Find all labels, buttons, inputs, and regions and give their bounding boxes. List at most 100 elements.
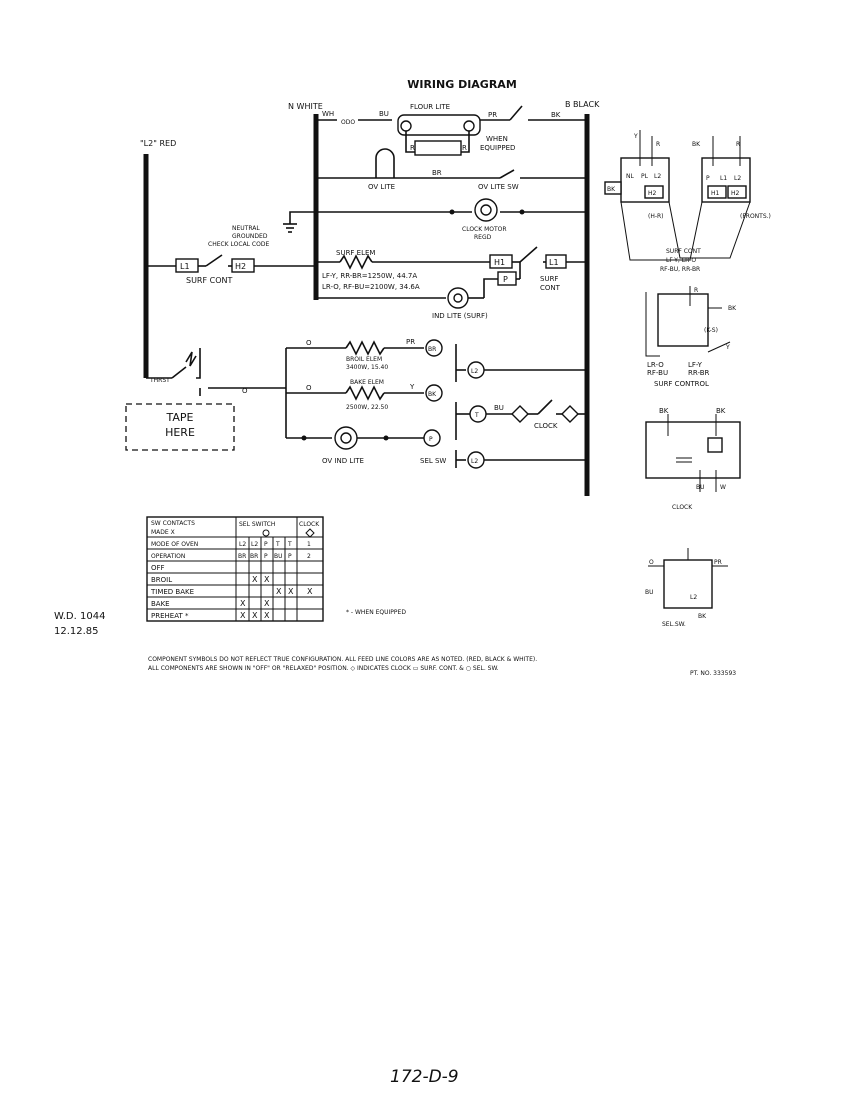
detail-nl: NL — [626, 173, 634, 180]
sel-sw-label: SEL SW — [420, 457, 446, 465]
surf-rating-1: LF-Y, RR-BR=1250W, 44.7A — [322, 272, 417, 280]
bus-label-l2: "L2" RED — [140, 139, 176, 148]
contact-1: L2 — [251, 541, 258, 548]
wire-label-o3: O — [306, 384, 312, 392]
table-head-made: MADE X — [151, 529, 175, 536]
wire-label-o: O — [242, 387, 248, 395]
detail-fronts: (FRONTS.) — [740, 213, 771, 220]
p-contact-text: P — [429, 436, 433, 443]
table-mode: MODE OF OVEN — [151, 541, 198, 548]
table-op: OPERATION — [151, 553, 185, 560]
mark: X — [307, 587, 313, 596]
detail-hr: (H-R) — [648, 213, 664, 220]
table-row: BROIL X X — [151, 575, 270, 584]
sc-lf-y: LF-Y — [688, 361, 703, 369]
note-2: ALL COMPONENTS ARE SHOWN IN "OFF" OR "RE… — [148, 665, 499, 672]
surf-element-resistor — [339, 254, 373, 270]
sc-rr-br: RR-BR — [688, 369, 710, 377]
thrst-label: THRST — [149, 377, 170, 384]
h1-text: H1 — [494, 258, 505, 267]
sel-sw-detail: O PR BU L2 BK SEL.SW. — [645, 548, 728, 628]
surf-rating-2: LR-O, RF-BU=2100W, 34.6A — [322, 283, 420, 291]
sel-sw-p-contact — [423, 429, 441, 447]
wire-label-r2: R — [462, 144, 467, 152]
mark: X — [240, 599, 246, 608]
when-equipped-1: WHEN — [486, 135, 508, 143]
oven-lite-bulb — [375, 148, 395, 178]
clock-contact-diamond — [511, 405, 529, 423]
clock-label: CLOCK — [534, 422, 558, 430]
wd-date: 12.12.85 — [54, 626, 99, 637]
neutral-label: NEUTRAL — [232, 225, 260, 232]
detail-l2: L2 — [654, 173, 661, 180]
clk-caption: CLOCK — [672, 504, 693, 511]
flour-lite-tube — [397, 114, 481, 136]
detail-y: Y — [633, 133, 638, 140]
surf-cont-label: SURF CONT — [186, 276, 233, 285]
p-text: P — [503, 275, 508, 284]
surf-right-switch — [519, 246, 538, 263]
grounded-label: GROUNDED — [232, 233, 268, 240]
bake-elem-rating: 2500W, 22.50 — [346, 404, 388, 411]
diagram-title: WIRING DIAGRAM — [407, 78, 517, 91]
mark: X — [264, 611, 270, 620]
check-local-code-label: CHECK LOCAL CODE — [208, 241, 269, 248]
broil-elem-rating: 3400W, 15.40 — [346, 364, 388, 371]
bake-elem-label: BAKE ELEM — [350, 379, 384, 386]
oven-lite-switch-label: OV LITE SW — [478, 183, 519, 191]
contact-color-0: BR — [238, 553, 246, 560]
broil-element — [345, 340, 385, 356]
bk-contact-text: BK — [428, 391, 437, 398]
ss-bk: BK — [698, 613, 707, 620]
detail-pl: PL — [641, 173, 649, 180]
surf-cont-caption-3: RF-BU, RR-BR — [660, 266, 700, 273]
sc-bk: BK — [728, 305, 737, 312]
ss-pr: PR — [714, 559, 722, 566]
flour-lite-label: FLOUR LITE — [410, 103, 450, 111]
detail-h2-b: H2 — [731, 190, 740, 197]
sc-rf-bu: RF-BU — [647, 369, 668, 377]
note-1: COMPONENT SYMBOLS DO NOT REFLECT TRUE CO… — [148, 656, 537, 663]
detail-h2: H2 — [648, 190, 657, 197]
surf-cont-caption: SURF CONT — [666, 248, 701, 255]
l2-contact-text: L2 — [471, 368, 478, 375]
ss-o: O — [649, 559, 654, 566]
row-label-bake: BAKE — [151, 600, 170, 608]
bus-label-black: B BLACK — [565, 100, 600, 109]
detail-bk: BK — [607, 186, 616, 193]
flour-lite-starter — [414, 140, 462, 156]
row-label-off: OFF — [151, 564, 165, 572]
ss-l2: L2 — [690, 594, 697, 601]
surf-cont-caption-2: LF-Y, LR-O — [666, 257, 696, 264]
mark: X — [240, 611, 246, 620]
contact-color-5: 2 — [307, 553, 311, 560]
surf-cont-switch — [205, 254, 223, 267]
clock-motor-core — [480, 204, 492, 216]
bake-element — [345, 385, 385, 401]
detail-l2-b: L2 — [734, 175, 741, 182]
clock-contact-diamond-2 — [561, 405, 579, 423]
thermostat-element — [185, 351, 197, 367]
thermostat-switch — [171, 366, 187, 379]
surf-cont-detail-right: BK R P L1 L2 H1 H2 (FRONTS.) — [692, 136, 771, 220]
h2-text: H2 — [235, 262, 246, 271]
table-row: TIMED BAKE X X X — [150, 587, 313, 596]
br-contact-text: BR — [428, 346, 436, 353]
surf-cont-detail-left: Y R NL PL L2 H2 BK (H-R) — [604, 130, 670, 220]
detail-p: P — [706, 175, 710, 182]
wire-label-pr2: PR — [406, 338, 415, 346]
oven-lite-switch — [499, 169, 515, 179]
surf-cont-right-label: SURF — [540, 275, 558, 283]
l2-contact-text-2: L2 — [471, 458, 478, 465]
sel-sw-bk-contact — [425, 384, 443, 402]
wire-label-odd: ODO — [341, 119, 355, 126]
sc-ks: (K-S) — [704, 327, 718, 334]
row-label-broil: BROIL — [151, 576, 172, 584]
ss-caption: SEL.SW. — [662, 621, 686, 628]
sc-caption: SURF CONTROL — [654, 380, 709, 388]
clk-bu: BU — [696, 484, 705, 491]
mark: X — [264, 575, 270, 584]
table-row: BAKE X X — [151, 599, 270, 608]
tape-label: TAPE — [166, 411, 194, 424]
